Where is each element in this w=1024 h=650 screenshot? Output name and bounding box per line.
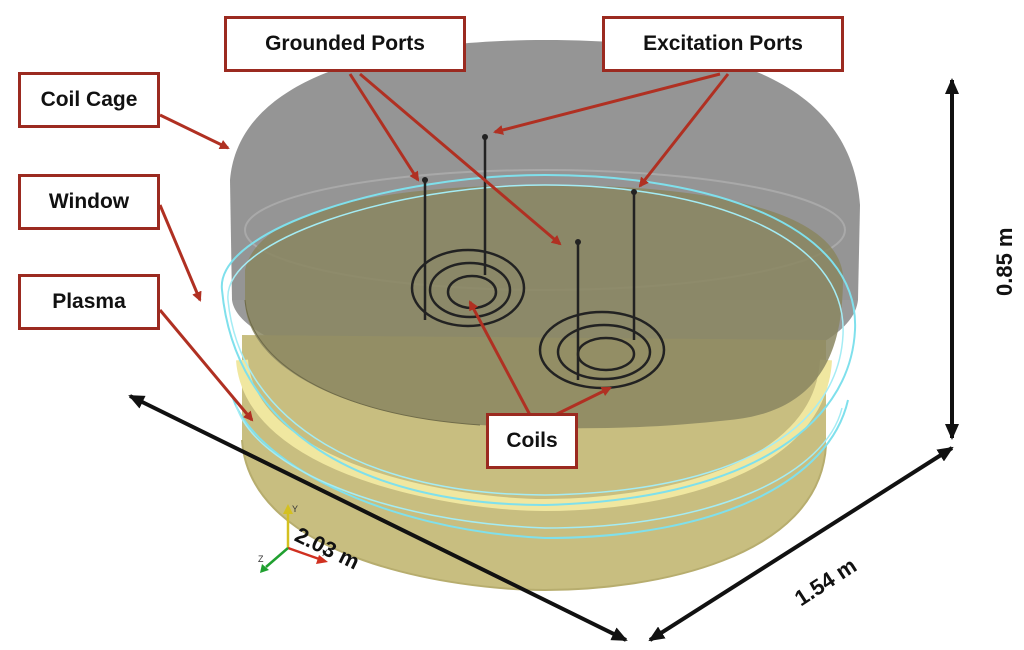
window-label: Window bbox=[18, 174, 160, 230]
plasma-label: Plasma bbox=[18, 274, 160, 330]
coils bbox=[410, 138, 666, 390]
x-axis-label: X bbox=[322, 548, 328, 558]
excitation-ports-label: Excitation Ports bbox=[602, 16, 844, 72]
height-dimension: 0.85 m bbox=[992, 227, 1017, 297]
coil-cage-label: Coil Cage bbox=[18, 72, 160, 128]
grounded-ports-label: Grounded Ports bbox=[224, 16, 466, 72]
coil-port-tips bbox=[422, 134, 637, 245]
dimension-arrows bbox=[128, 78, 959, 642]
z-axis-label: Z bbox=[258, 554, 264, 564]
x-axis-line bbox=[287, 546, 323, 562]
coils-label: Coils bbox=[486, 413, 578, 469]
y-axis-label: Y bbox=[292, 504, 298, 514]
axes-triad: Y X Z bbox=[258, 504, 328, 573]
z-axis-line bbox=[265, 547, 289, 568]
